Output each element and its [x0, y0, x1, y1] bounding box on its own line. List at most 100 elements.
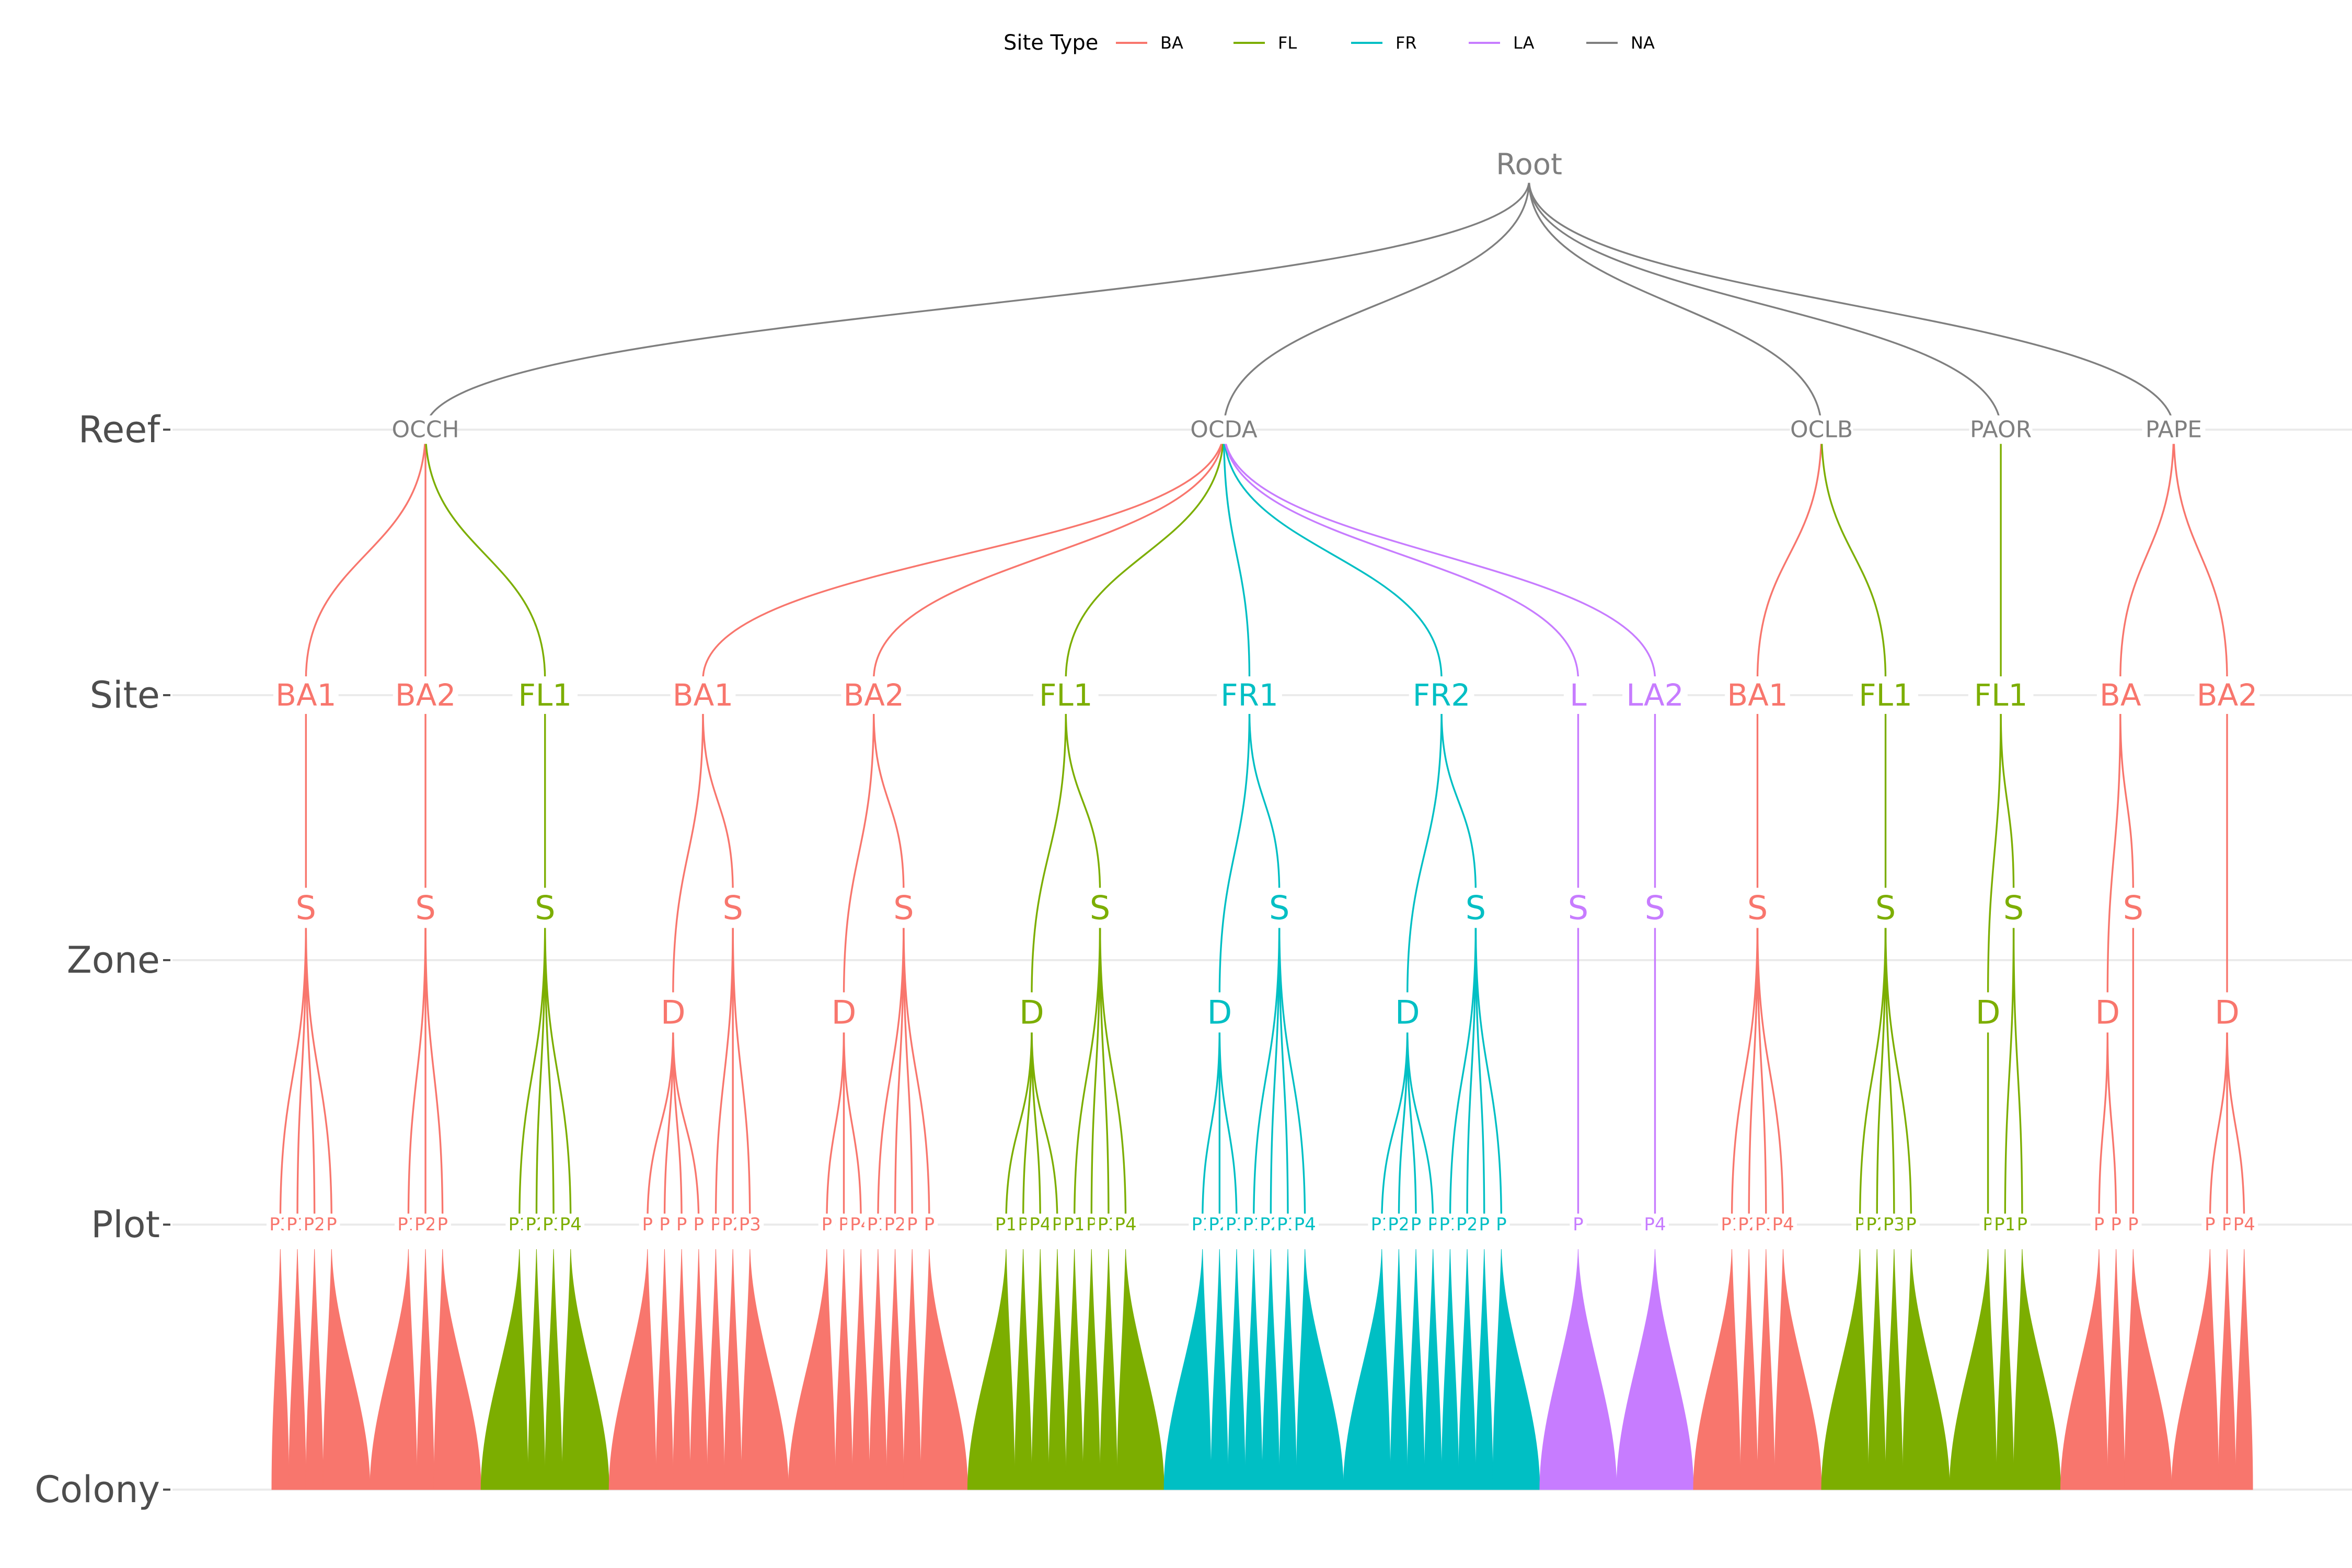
- site-node-label: FR2: [1409, 676, 1474, 714]
- plot-node-label: P: [2125, 1213, 2142, 1236]
- zone-node-label-bg: [2117, 887, 2149, 928]
- plot-node-label-text: P4: [2233, 1214, 2255, 1235]
- plot-node-label-bg: [1641, 1213, 1669, 1236]
- colony-shape: [655, 1249, 674, 1490]
- zone-node-label-text: D: [1207, 994, 1232, 1032]
- edge-site-zone: [873, 710, 905, 893]
- colony-shape: [271, 1249, 290, 1490]
- level-label-colony: Colony: [34, 1468, 160, 1511]
- root-node-label-bg: [1489, 146, 1570, 183]
- zone-node-label: D: [1204, 992, 1235, 1033]
- plot-node-label: P: [1570, 1213, 1587, 1236]
- edge-reef-site: [1223, 429, 1579, 680]
- edge-zone-plot: [1884, 923, 1895, 1225]
- site-node-label-text: FL1: [1859, 677, 1912, 713]
- site-node-label-bg: [1853, 676, 1918, 714]
- zone-node-label-text: D: [1019, 994, 1044, 1032]
- edge-zone-plot: [1099, 923, 1110, 1225]
- plot-node-label-text: P: [437, 1214, 448, 1235]
- site-node-label: LA2: [1622, 676, 1688, 714]
- zone-node-label-bg: [529, 887, 561, 928]
- colony-shape: [1996, 1249, 2014, 1490]
- plot-node-label-text: P: [676, 1214, 687, 1235]
- reef-node-label-bg: [2142, 415, 2206, 444]
- plot-node-label: P4: [1641, 1213, 1669, 1236]
- zone-node-label: S: [290, 887, 321, 928]
- zone-node-label-bg: [410, 887, 441, 928]
- colony-shape: [673, 1249, 690, 1490]
- zone-node-label-text: D: [1395, 994, 1420, 1032]
- plot-node-label-text: P: [659, 1214, 670, 1235]
- edge-zone-plot: [279, 923, 307, 1225]
- edge-zone-plot: [903, 923, 930, 1225]
- edge-zone-plot: [1090, 923, 1101, 1225]
- plot-node-label-text: P4: [1115, 1214, 1137, 1235]
- edge-zone-plot: [535, 923, 546, 1225]
- plot-node-label: P4: [1112, 1213, 1139, 1236]
- edge-site-zone: [1248, 710, 1281, 893]
- site-node-label-text: BA1: [275, 677, 336, 713]
- colony-shape: [1774, 1249, 1822, 1490]
- edge-reef-site: [1756, 429, 1823, 680]
- plot-node-label-text: P: [1052, 1214, 1063, 1235]
- plot-node-label-bg: [2013, 1213, 2031, 1236]
- zone-node-label: S: [1264, 887, 1295, 928]
- colony-shape: [886, 1249, 904, 1490]
- plot-node-label: P4: [1769, 1213, 1797, 1236]
- plot-node-label-text: P: [1573, 1214, 1584, 1235]
- site-node-label-bg: [1622, 676, 1688, 714]
- edge-zone-plot: [1756, 923, 1784, 1225]
- edge-zone-plot: [1099, 923, 1127, 1225]
- zone-node-label-text: D: [2215, 994, 2240, 1032]
- legend-entry-la: LA: [1469, 33, 1535, 53]
- site-node-label-text: BA1: [1727, 677, 1788, 713]
- site-node-label-bg: [841, 676, 907, 714]
- site-node-label-text: FL1: [518, 677, 572, 713]
- edge-root-reef: [1528, 180, 1823, 430]
- plot-node-label: P: [323, 1213, 340, 1236]
- root-node-label-text: Root: [1496, 148, 1562, 182]
- colony-shape: [1390, 1249, 1408, 1490]
- colony-shape: [788, 1249, 836, 1490]
- colony-shape: [1693, 1249, 1741, 1490]
- edge-zone-plot: [1859, 923, 1887, 1225]
- plot-node-label-bg: [673, 1213, 690, 1236]
- plot-node-label-bg: [736, 1213, 764, 1236]
- plot-node-label-text: P: [2111, 1214, 2122, 1235]
- zone-node-label: S: [529, 887, 561, 928]
- site-node-label-bg: [1217, 676, 1282, 714]
- reef-node-label-bg: [1192, 415, 1255, 444]
- colony-shape: [1048, 1249, 1066, 1490]
- plot-node-label: P: [818, 1213, 836, 1236]
- zone-node-label-bg: [1973, 992, 2004, 1033]
- plot-node-label-text: P3: [739, 1214, 761, 1235]
- plot-node-label-bg: [656, 1213, 673, 1236]
- edge-zone-plot: [1756, 923, 1767, 1225]
- zone-node-label-text: S: [415, 889, 435, 927]
- colony-shape: [608, 1249, 656, 1490]
- edge-zone-plot: [544, 923, 555, 1225]
- plot-node-label-text: P: [907, 1214, 918, 1235]
- edge-root-reef: [424, 180, 1530, 430]
- plot-node-label-bg: [904, 1213, 921, 1236]
- colony-shape: [1082, 1249, 1101, 1490]
- edge-zone-plot: [1406, 1028, 1434, 1225]
- site-node-label: BA2: [841, 676, 907, 714]
- edge-zone-plot: [2098, 1028, 2108, 1225]
- colony-shape: [370, 1249, 418, 1490]
- tree-edges: [279, 180, 2245, 1225]
- plot-node-label-text: P2: [884, 1214, 906, 1235]
- zone-node-label-bg: [1016, 992, 1047, 1033]
- legend-title: Site Type: [1004, 31, 1098, 55]
- colony-shape: [1100, 1249, 1117, 1490]
- plot-node-label-bg: [2125, 1213, 2142, 1236]
- site-node-label: FL1: [512, 676, 578, 714]
- colony-shape: [1065, 1249, 1083, 1490]
- reef-node-label-bg: [394, 415, 457, 444]
- edge-site-zone: [702, 710, 734, 893]
- plot-node-label-bg: [2201, 1213, 2219, 1236]
- plot-node-label-text: P4: [560, 1214, 582, 1235]
- reef-node-label: PAOR: [1969, 415, 2033, 444]
- colony-shape: [561, 1249, 609, 1490]
